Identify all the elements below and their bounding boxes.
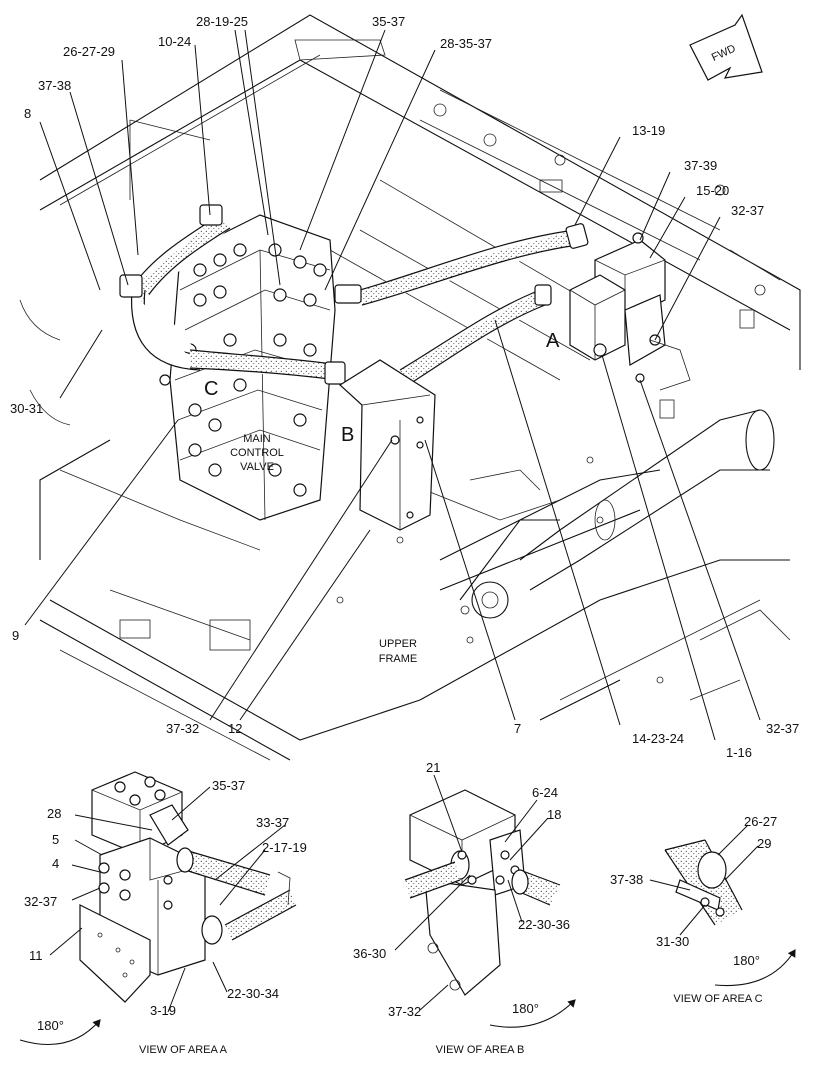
view-area-b-caption: VIEW OF AREA B: [436, 1044, 525, 1056]
callout-37-32-main: 37-32: [166, 721, 199, 736]
callout-30-31: 30-31: [10, 401, 43, 416]
callout-37-38-top: 37-38: [38, 78, 71, 93]
view-area-c: 180° VIEW OF AREA C 26-27 29 37-38 31-30: [610, 814, 796, 1005]
forward-arrow-icon: FWD: [689, 13, 763, 81]
view-a-callout-35-37: 35-37: [212, 778, 245, 793]
callout-10-24: 10-24: [158, 34, 191, 49]
view-b-rotation: 180°: [512, 1001, 539, 1016]
view-b-callout-18: 18: [547, 807, 561, 822]
view-a-callout-2-17-19: 2-17-19: [262, 840, 307, 855]
solenoid-area-a: [569, 232, 691, 391]
upper-frame-structure: [19, 14, 801, 761]
view-c-callout-37-38: 37-38: [610, 872, 643, 887]
view-b-callout-22-30-36: 22-30-36: [518, 917, 570, 932]
view-a-callout-11: 11: [29, 948, 43, 963]
main-control-valve-label-1: MAIN: [243, 433, 271, 445]
view-a-callout-28: 28: [47, 806, 61, 821]
view-b-callout-37-32: 37-32: [388, 1004, 421, 1019]
view-a-callout-32-37: 32-37: [24, 894, 57, 909]
callout-32-37-bottom: 32-37: [766, 721, 799, 736]
view-area-b: 180° VIEW OF AREA B 21 6-24 18 22-30-36 …: [353, 760, 576, 1056]
main-view-callouts: 28-19-25 35-37 26-27-29 10-24 28-35-37 3…: [10, 14, 799, 760]
hose-lines: [119, 204, 589, 386]
callout-9: 9: [12, 628, 19, 643]
callout-32-37-right: 32-37: [731, 203, 764, 218]
callout-7: 7: [514, 721, 521, 736]
callout-37-39: 37-39: [684, 158, 717, 173]
view-c-rotation: 180°: [733, 953, 760, 968]
callout-15-20: 15-20: [696, 183, 729, 198]
view-a-callout-3-19: 3-19: [150, 1003, 176, 1018]
view-a-callout-5: 5: [52, 832, 59, 847]
view-c-callout-29: 29: [757, 836, 771, 851]
callout-1-16: 1-16: [726, 745, 752, 760]
view-b-callout-36-30: 36-30: [353, 946, 386, 961]
callout-14-23-24: 14-23-24: [632, 731, 684, 746]
callout-35-37-top: 35-37: [372, 14, 405, 29]
area-c-label: C: [204, 378, 218, 400]
view-c-callout-31-30: 31-30: [656, 934, 689, 949]
bracket-area-b: [339, 359, 436, 531]
callout-28-35-37: 28-35-37: [440, 36, 492, 51]
view-a-callout-4: 4: [52, 856, 59, 871]
view-a-callout-33-37: 33-37: [256, 815, 289, 830]
main-control-valve-label-3: VALVE: [240, 461, 274, 473]
view-a-rotation: 180°: [37, 1018, 64, 1033]
valve-bolts: [154, 243, 327, 497]
view-a-callout-22-30-34: 22-30-34: [227, 986, 279, 1001]
callout-26-27-29: 26-27-29: [63, 44, 115, 59]
view-b-callout-21: 21: [426, 760, 440, 775]
view-area-a: 180° VIEW OF AREA A 35-37 28 33-37 5 2-1…: [19, 771, 307, 1056]
callout-12: 12: [228, 721, 242, 736]
callout-28-19-25: 28-19-25: [196, 14, 248, 29]
view-area-a-caption: VIEW OF AREA A: [139, 1044, 228, 1056]
view-area-c-caption: VIEW OF AREA C: [673, 993, 762, 1005]
view-b-callout-6-24: 6-24: [532, 785, 558, 800]
callout-13-19: 13-19: [632, 123, 665, 138]
area-a-label: A: [546, 330, 560, 352]
callout-8: 8: [24, 106, 31, 121]
view-c-callout-26-27: 26-27: [744, 814, 777, 829]
area-b-label: B: [341, 424, 354, 446]
upper-frame-label-1: UPPER: [379, 638, 417, 650]
upper-frame-label-2: FRAME: [379, 653, 418, 665]
main-control-valve-label-2: CONTROL: [230, 447, 284, 459]
